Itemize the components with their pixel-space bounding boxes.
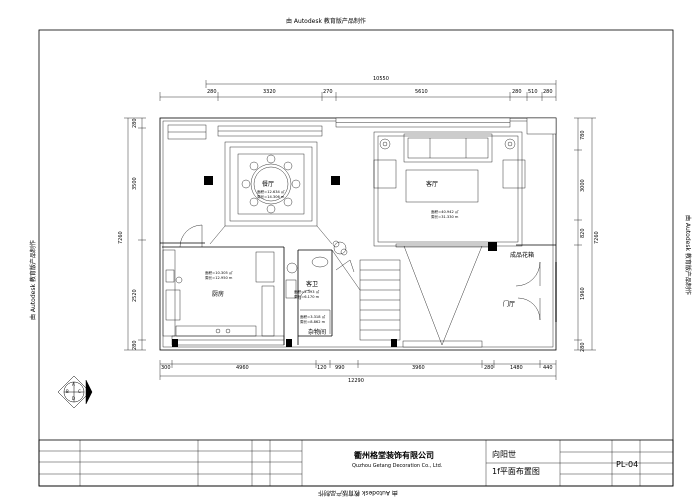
interior-walls [160,242,556,345]
bottom-windows [171,335,483,348]
dim-right-seg: 3000 [580,179,586,192]
room-dining-name: 餐厅 [262,181,275,188]
kitchen-fixtures [162,249,275,337]
dim-left-seg: 2520 [132,289,138,302]
dim-bottom-seg: 4960 [236,365,249,371]
sheet-title: 1f平面布置图 [492,467,540,476]
dim-bottom-total: 12290 [348,378,364,384]
room-storage-area: 面积=3.318 ㎡ [300,315,326,319]
living-room-set [373,131,526,346]
top-dimension-lines [159,80,557,101]
dining-set [209,141,333,245]
dim-top-seg: 280 [512,89,522,95]
left-dimension-lines [124,117,146,351]
door-swings [179,224,557,322]
compass-letter: A [72,382,75,387]
sheet-number: PL-04 [616,460,639,469]
dim-top-seg: 5610 [415,89,428,95]
outer-walls [159,117,557,351]
compass-symbol [57,375,93,409]
room-bath-name: 客卫 [306,281,319,288]
room-kitchen-perimeter: 周长=12.950 m [205,276,233,280]
dim-top-seg: 280 [543,89,553,95]
dim-right-seg: 780 [580,130,586,140]
room-kitchen-name: 厨房 [212,291,225,298]
right-dimension-lines [574,117,596,351]
room-storage-name: 杂物间 [308,329,327,336]
watermark-top: 由 Autodesk 教育版产品制作 [286,18,366,25]
dim-left-total: 7260 [118,231,124,244]
company-name-en: Quzhou Getang Decoration Co., Ltd. [352,463,443,469]
dim-right-seg: 1960 [580,287,586,300]
room-living-area: 面积=40.942 ㎡ [431,210,459,214]
dim-top-seg: 510 [528,89,538,95]
planter [332,240,348,256]
staircase [331,249,401,341]
watermark-left: 由 Autodesk 教育版产品制作 [30,240,37,320]
dim-bottom-seg: 280 [484,365,494,371]
room-dining-area: 面积=12.634 ㎡ [257,190,285,194]
compass-letter: C [78,389,81,394]
dim-top-seg: 280 [207,89,217,95]
watermark-bottom: 由 Autodesk 教育版产品制作 [318,489,398,496]
watermark-right: 由 Autodesk 教育版产品制作 [684,215,691,295]
dim-left-seg: 3500 [132,177,138,190]
top-windows [217,117,557,137]
dim-bottom-seg: 3960 [412,365,425,371]
dim-bottom-seg: 1480 [510,365,523,371]
room-entry-name: 门厅 [503,301,516,308]
dim-right-seg: 820 [580,228,586,238]
room-storage-perimeter: 周长=8.862 m [300,320,326,324]
room-dining-perimeter: 周长=14.306 m [257,195,285,199]
dim-top-total: 10550 [373,76,389,82]
bottom-dimension-lines [159,360,557,380]
dim-bottom-seg: 990 [335,365,345,371]
room-kitchen-area: 面积=10.305 ㎡ [205,271,233,275]
wardrobe-top-left [167,124,207,140]
bath-fixtures [285,256,331,334]
room-living-perimeter: 周长=31.330 m [431,215,459,219]
dim-bottom-seg: 300 [161,365,171,371]
dim-top-seg: 270 [323,89,333,95]
dim-right-total: 7260 [594,231,600,244]
room-garden-name: 成品花箱 [510,252,535,259]
dim-bottom-seg: 440 [543,365,553,371]
dim-top-seg: 3320 [263,89,276,95]
room-living-name: 客厅 [426,181,439,188]
room-bath-perimeter: 周长=6.170 m [294,295,320,299]
project-name: 向阳世 [492,450,516,459]
room-bath-area: 面积=2.393 ㎡ [294,290,320,294]
compass-letter: B [66,389,69,394]
title-block [38,439,674,487]
compass-letter: D [72,396,76,401]
dim-left-seg: 280 [132,118,138,128]
company-name: 衢州格堂装饰有限公司 [354,451,434,460]
dim-right-seg: 280 [580,342,586,352]
structural-columns [172,176,497,347]
dim-left-seg: 280 [132,340,138,350]
dim-bottom-seg: 120 [317,365,327,371]
